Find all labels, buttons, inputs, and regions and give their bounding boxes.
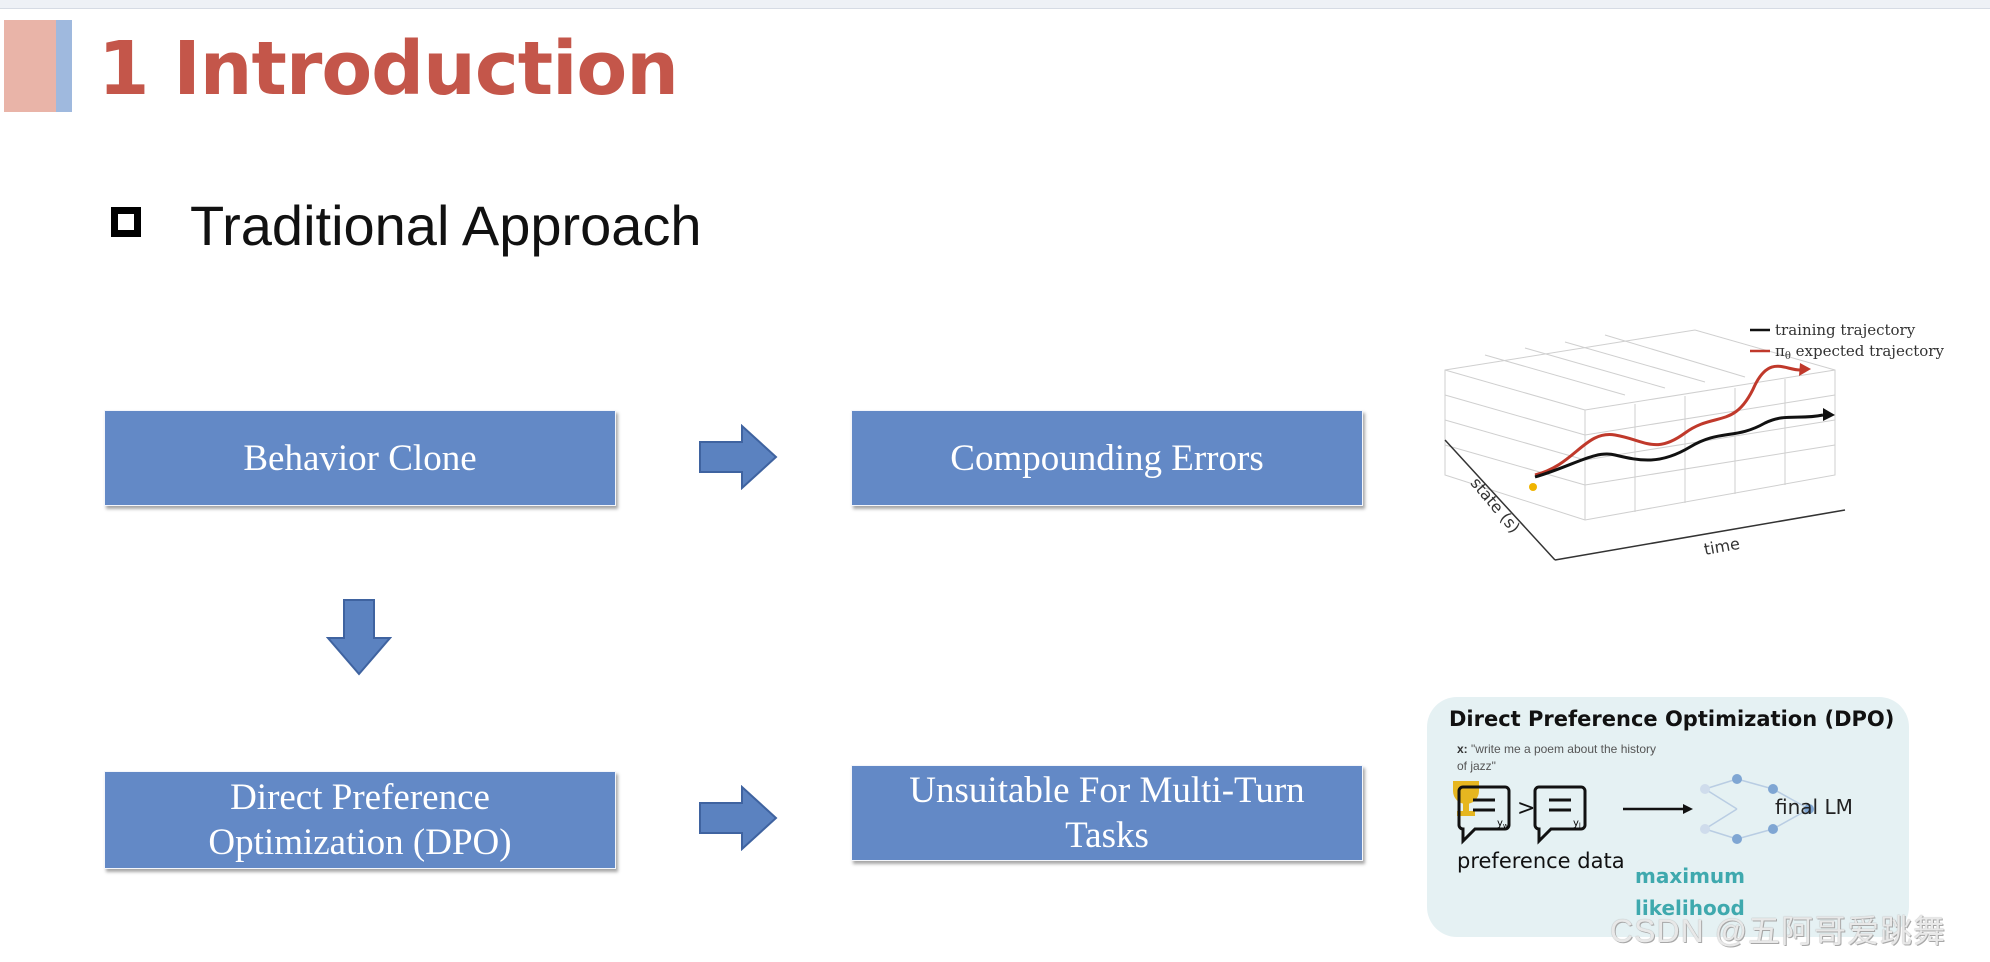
- expected-trajectory-line: [1534, 364, 1801, 477]
- chat-bubble-winner-icon: [1457, 785, 1511, 845]
- chat-bubble-loser-icon: [1533, 785, 1587, 845]
- axis-label-state: state (s): [1467, 474, 1524, 537]
- title-accent-bar-blue: [56, 20, 72, 112]
- dpo-diagram: yw > yl: [1453, 774, 1814, 845]
- section-heading: Traditional Approach: [190, 194, 702, 257]
- compounding-errors-label: Compounding Errors: [950, 437, 1264, 479]
- final-lm-label: final LM: [1775, 795, 1853, 819]
- unsuitable-label-line1: Unsuitable For Multi-Turn: [909, 770, 1305, 811]
- dpo-box: Direct Preference Optimization (DPO): [104, 771, 616, 869]
- unsuitable-box: Unsuitable For Multi-Turn Tasks: [851, 765, 1363, 861]
- trajectory-plot: training trajectory πθ expected trajecto…: [1444, 321, 1944, 561]
- behavior-clone-label: Behavior Clone: [243, 437, 477, 479]
- greater-than-sign: >: [1517, 796, 1535, 821]
- dpo-label-line1: Direct Preference: [230, 777, 490, 818]
- unsuitable-label-line2: Tasks: [1065, 815, 1149, 856]
- behavior-clone-box: Behavior Clone: [104, 410, 616, 506]
- watermark: CSDN @五阿哥爱跳舞: [1610, 913, 1947, 949]
- compounding-errors-box: Compounding Errors: [851, 410, 1363, 506]
- dpo-prompt-text: x: "write me a poem about the history of…: [1457, 742, 1657, 773]
- yw-label: yw: [1497, 818, 1509, 830]
- maximum-likelihood-label: maximum likelihood: [1635, 864, 1746, 920]
- bullet-square-icon: [111, 207, 141, 237]
- plot-grid: [1444, 329, 1836, 521]
- arrow-down-icon: [326, 599, 392, 676]
- dpo-figure-title: Direct Preference Optimization (DPO): [1449, 707, 1895, 731]
- dpo-figure: Direct Preference Optimization (DPO) x: …: [1427, 697, 1909, 937]
- axis-label-time: time: [1702, 534, 1741, 559]
- arrow-right-icon: [699, 785, 778, 851]
- title-accent-bar: [4, 20, 56, 112]
- legend-expected: πθ expected trajectory: [1775, 342, 1944, 362]
- preference-data-label: preference data: [1457, 849, 1625, 873]
- yl-label: yl: [1573, 818, 1581, 830]
- dpo-label-line2: Optimization (DPO): [208, 822, 512, 863]
- arrow-right-icon: [1623, 804, 1693, 814]
- arrow-right-icon: [699, 424, 778, 490]
- top-border: [0, 0, 1990, 9]
- training-trajectory-line: [1534, 413, 1824, 479]
- legend-training: training trajectory: [1775, 321, 1916, 339]
- slide-title: 1 Introduction: [98, 26, 679, 112]
- neural-network-icon: [1700, 774, 1814, 844]
